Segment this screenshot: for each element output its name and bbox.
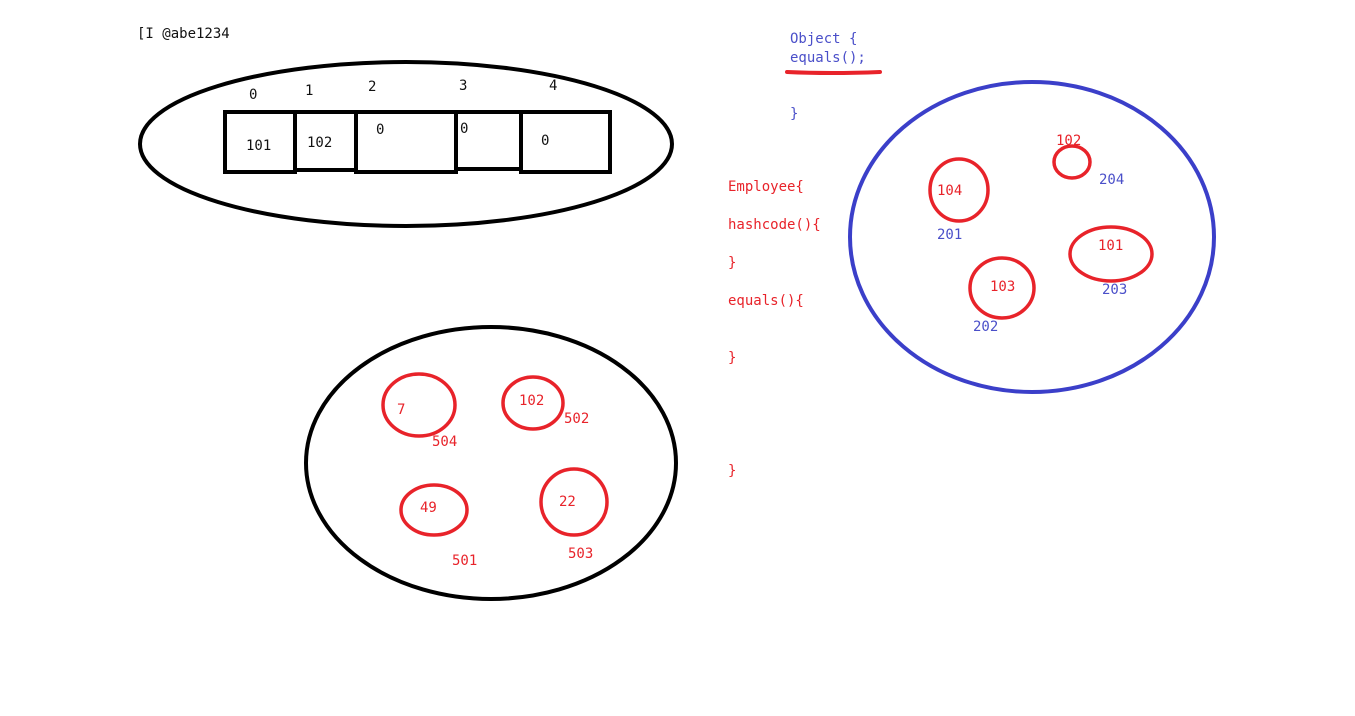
array-cell-2 — [354, 110, 458, 174]
blue-set-diagram: 102 204 104 201 101 203 103 202 — [848, 80, 1216, 394]
array-value-4: 0 — [541, 133, 549, 149]
array-value-0: 101 — [246, 138, 271, 154]
blue-set-element-code-1: 201 — [937, 227, 962, 243]
black-set-element-value-0: 7 — [397, 402, 405, 418]
array-ellipse — [138, 60, 674, 228]
black-set-element-value-2: 49 — [420, 500, 437, 516]
blue-set-element-code-0: 204 — [1099, 172, 1124, 188]
object-code-line-2: equals(); — [790, 50, 866, 66]
object-code-close: } — [790, 106, 798, 122]
array-index-4: 4 — [549, 78, 557, 94]
employee-code-line-5: } — [728, 350, 736, 366]
black-set-element-value-1: 102 — [519, 393, 544, 409]
blue-set-element-circle-3 — [968, 256, 1036, 320]
black-set-element-circle-0 — [381, 372, 457, 438]
blue-set-element-value-1: 104 — [937, 183, 962, 199]
blue-set-ellipse — [848, 80, 1216, 394]
employee-code-line-3: } — [728, 255, 736, 271]
blue-set-element-value-2: 101 — [1098, 238, 1123, 254]
blue-set-element-code-2: 203 — [1102, 282, 1127, 298]
array-index-2: 2 — [368, 79, 376, 95]
array-reference-label: [I @abe1234 — [137, 26, 230, 42]
blue-set-element-value-3: 103 — [990, 279, 1015, 295]
array-value-1: 102 — [307, 135, 332, 151]
employee-code-line-1: Employee{ — [728, 179, 804, 195]
array-index-0: 0 — [249, 87, 257, 103]
black-set-element-value-3: 22 — [559, 494, 576, 510]
object-code-line-1: Object { — [790, 31, 857, 47]
blue-set-element-circle-1 — [928, 157, 990, 223]
employee-code-snippet: Employee{ hashcode(){ } equals(){ } } — [728, 179, 821, 479]
black-set-element-circle-1 — [501, 375, 565, 431]
employee-code-line-2: hashcode(){ — [728, 217, 821, 233]
blue-set-element-circle-0 — [1052, 144, 1092, 180]
object-code-snippet: Object { equals(); } — [785, 31, 882, 122]
employee-code-line-6: } — [728, 463, 736, 479]
black-set-element-circle-2 — [399, 483, 469, 537]
array-diagram: 0 1 2 3 4 101 102 0 0 0 — [138, 60, 674, 228]
array-value-2: 0 — [376, 122, 384, 138]
black-set-diagram: 7 504 102 502 49 501 22 503 — [304, 325, 678, 601]
array-index-1: 1 — [305, 83, 313, 99]
employee-code-line-4: equals(){ — [728, 293, 804, 309]
black-set-element-code-2: 501 — [452, 553, 477, 569]
black-set-element-code-0: 504 — [432, 434, 457, 450]
array-value-3: 0 — [460, 121, 468, 137]
array-index-3: 3 — [459, 78, 467, 94]
black-set-ellipse — [304, 325, 678, 601]
array-cells — [223, 110, 612, 174]
array-cell-4 — [519, 110, 612, 174]
black-set-element-circle-3 — [539, 467, 609, 537]
black-set-element-code-1: 502 — [564, 411, 589, 427]
blue-set-element-value-0: 102 — [1056, 133, 1081, 149]
blue-set-element-code-3: 202 — [973, 319, 998, 335]
equals-underline — [785, 70, 882, 75]
black-set-element-code-3: 503 — [568, 546, 593, 562]
blue-set-element-circle-2 — [1068, 225, 1154, 283]
